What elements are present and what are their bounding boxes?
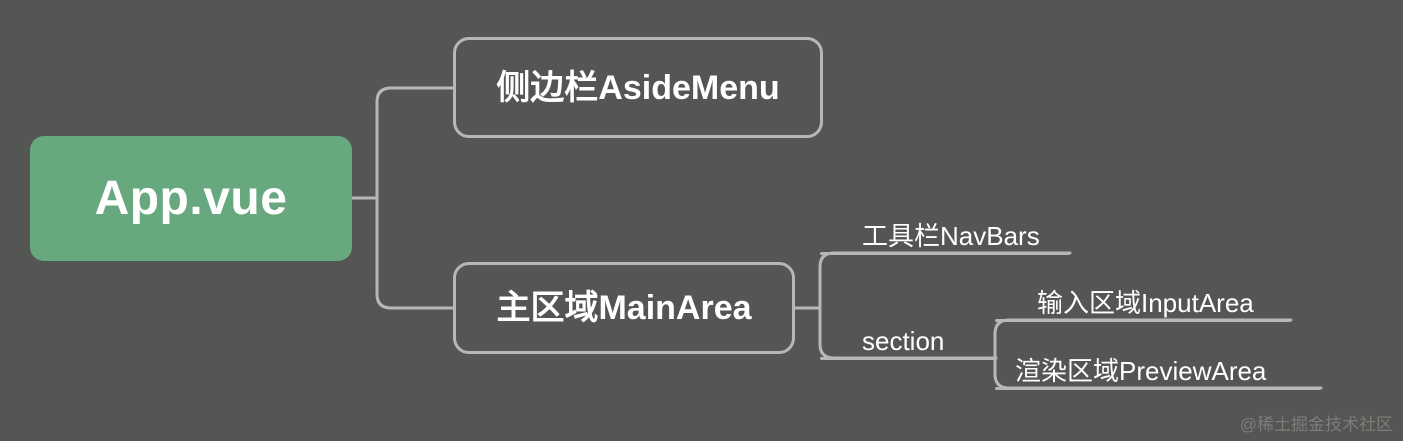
node-section[interactable]: section: [820, 310, 996, 360]
node-nav-bars-label: 工具栏NavBars: [862, 221, 1040, 251]
node-nav-bars[interactable]: 工具栏NavBars: [820, 205, 1070, 255]
node-input-area-label: 输入区域InputArea: [1037, 288, 1254, 318]
node-input-area[interactable]: 输入区域InputArea: [995, 272, 1291, 322]
node-aside-menu-label: 侧边栏AsideMenu: [496, 68, 780, 107]
wire-root-to-aside: [375, 86, 455, 200]
node-input-area-rule: [995, 319, 1291, 322]
wire-root-to-main: [375, 196, 455, 310]
node-app-vue[interactable]: App.vue: [30, 136, 352, 261]
node-preview-area[interactable]: 渲染区域PreviewArea: [995, 340, 1321, 390]
node-app-vue-label: App.vue: [94, 171, 288, 225]
node-main-area-label: 主区域MainArea: [496, 289, 752, 327]
node-main-area[interactable]: 主区域MainArea: [453, 262, 795, 354]
node-nav-bars-rule: [820, 252, 1070, 255]
node-section-label: section: [862, 326, 945, 356]
watermark: @稀土掘金技术社区: [1239, 415, 1393, 434]
node-preview-area-rule: [995, 387, 1321, 390]
node-section-rule: [820, 357, 996, 360]
node-preview-area-label: 渲染区域PreviewArea: [1015, 356, 1267, 386]
node-aside-menu[interactable]: 侧边栏AsideMenu: [453, 37, 823, 138]
